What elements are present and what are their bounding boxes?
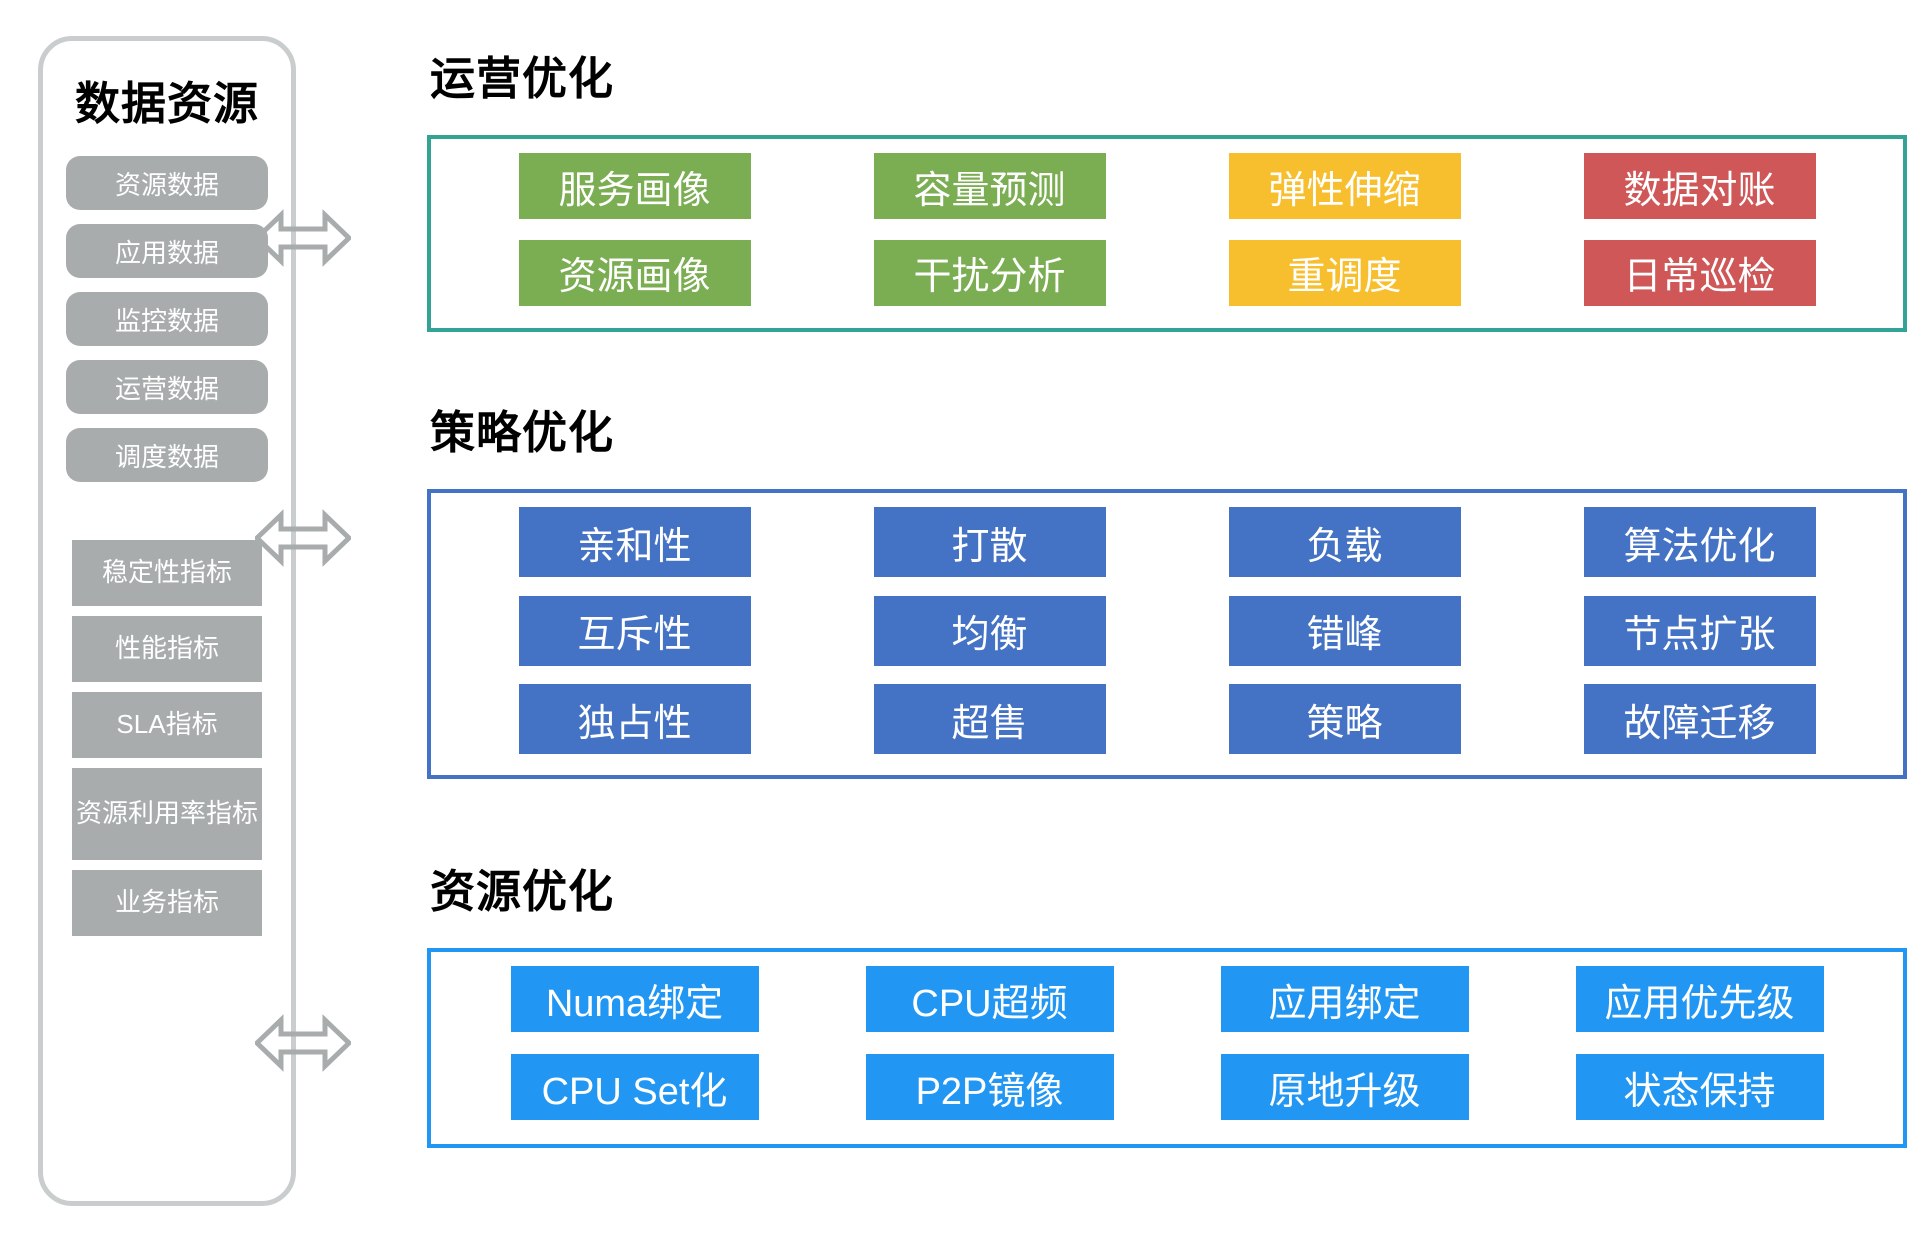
tile-ops-3[interactable]: 弹性伸缩 — [1228, 153, 1461, 219]
data-item-3[interactable]: 监控数据 — [66, 292, 268, 346]
section-resource-grid: Numa绑定 CPU超频 应用绑定 应用优先级 CPU Set化 P2P镜像 原地升级 状态保… — [431, 952, 1903, 1144]
tile-strategy-4[interactable]: 算法优化 — [1583, 507, 1816, 577]
tile-ops-5[interactable]: 资源画像 — [518, 239, 751, 306]
section-title-strategy: 策略优化 — [430, 407, 615, 458]
section-title-ops: 运营优化 — [430, 53, 615, 104]
data-item-5[interactable]: 调度数据 — [66, 428, 268, 482]
section-resource: Numa绑定 CPU超频 应用绑定 应用优先级 CPU Set化 P2P镜像 原地升级 状态保… — [427, 948, 1907, 1148]
section-ops-grid: 服务画像 容量预测 弹性伸缩 数据对账资源画像 干扰分析 重调度 日常巡检 — [431, 139, 1903, 328]
tile-strategy-8[interactable]: 节点扩张 — [1583, 595, 1816, 666]
data-resource-panel: 数据资源 资源数据应用数据监控数据运营数据调度数据 稳定性指标性能指标 SLA指标… — [38, 36, 296, 1206]
tile-strategy-2[interactable]: 打散 — [873, 507, 1106, 577]
tile-ops-2[interactable]: 容量预测 — [873, 153, 1106, 219]
arrow-resource-icon — [255, 1012, 351, 1074]
tile-ops-8[interactable]: 日常巡检 — [1583, 239, 1816, 306]
section-strategy-grid: 亲和性 打散 负载 算法优化互斥性 均衡 错峰 节点扩张独占性 超售 策略 故障迁移 — [431, 493, 1903, 775]
tile-strategy-11[interactable]: 策略 — [1228, 684, 1461, 755]
tile-resource-7[interactable]: 原地升级 — [1220, 1054, 1469, 1120]
metric-item-5[interactable]: 业务指标 — [72, 870, 262, 936]
tile-strategy-12[interactable]: 故障迁移 — [1583, 684, 1816, 755]
tile-ops-1[interactable]: 服务画像 — [518, 153, 751, 219]
data-resource-panel-title: 数据资源 — [74, 78, 259, 129]
tile-strategy-10[interactable]: 超售 — [873, 684, 1106, 755]
data-item-4[interactable]: 运营数据 — [66, 360, 268, 414]
metric-item-2[interactable]: 性能指标 — [72, 616, 262, 682]
tile-strategy-6[interactable]: 均衡 — [873, 595, 1106, 666]
tile-resource-4[interactable]: 应用优先级 — [1575, 966, 1824, 1032]
tile-ops-7[interactable]: 重调度 — [1228, 239, 1461, 306]
tile-strategy-5[interactable]: 互斥性 — [518, 595, 751, 666]
data-item-1[interactable]: 资源数据 — [66, 156, 268, 210]
tile-strategy-7[interactable]: 错峰 — [1228, 595, 1461, 666]
data-items-list: 资源数据应用数据监控数据运营数据调度数据 — [43, 156, 291, 482]
section-title-resource: 资源优化 — [430, 866, 615, 917]
tile-resource-8[interactable]: 状态保持 — [1575, 1054, 1824, 1120]
metric-item-4[interactable]: 资源利用率指标 — [72, 768, 262, 860]
metric-items-list: 稳定性指标性能指标 SLA指标资源利用率指标业务指标 — [43, 540, 291, 936]
tile-resource-5[interactable]: CPU Set化 — [510, 1054, 759, 1120]
arrow-strategy-icon — [255, 507, 351, 569]
arrow-ops-icon — [255, 207, 351, 269]
tile-resource-2[interactable]: CPU超频 — [865, 966, 1114, 1032]
tile-strategy-3[interactable]: 负载 — [1228, 507, 1461, 577]
section-ops: 服务画像 容量预测 弹性伸缩 数据对账资源画像 干扰分析 重调度 日常巡检 — [427, 135, 1907, 332]
tile-resource-3[interactable]: 应用绑定 — [1220, 966, 1469, 1032]
metric-item-3[interactable]: SLA指标 — [72, 692, 262, 758]
data-item-2[interactable]: 应用数据 — [66, 224, 268, 278]
tile-strategy-1[interactable]: 亲和性 — [518, 507, 751, 577]
tile-ops-6[interactable]: 干扰分析 — [873, 239, 1106, 306]
tile-strategy-9[interactable]: 独占性 — [518, 684, 751, 755]
section-strategy: 亲和性 打散 负载 算法优化互斥性 均衡 错峰 节点扩张独占性 超售 策略 故障迁移 — [427, 489, 1907, 779]
metric-item-1[interactable]: 稳定性指标 — [72, 540, 262, 606]
tile-ops-4[interactable]: 数据对账 — [1583, 153, 1816, 219]
tile-resource-6[interactable]: P2P镜像 — [865, 1054, 1114, 1120]
tile-resource-1[interactable]: Numa绑定 — [510, 966, 759, 1032]
